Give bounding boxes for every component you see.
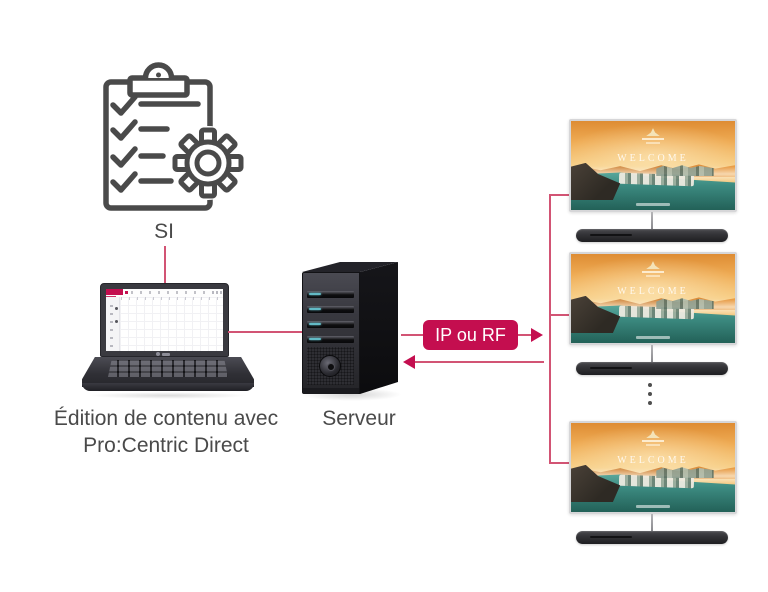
arrow-left-icon (403, 355, 415, 369)
clipboard-checklist-icon (103, 62, 245, 211)
gear-icon (171, 126, 245, 200)
hotel-tv-display-1: WELCOME (569, 119, 737, 243)
hotel-crest-icon (642, 128, 664, 144)
ip-rf-badge: IP ou RF (423, 320, 518, 350)
server-badge-line (401, 334, 423, 336)
laptop-shadow (88, 392, 248, 399)
laptop-caption-line2: Pro:Centric Direct (83, 434, 249, 457)
screen-caption-strip (636, 202, 670, 206)
server-label: Serveur (322, 407, 396, 430)
screen-vignette (571, 121, 735, 210)
lg-logo-icon (156, 352, 170, 356)
laptop-server-line (228, 331, 304, 333)
resort-buildings (656, 467, 714, 479)
server-side-panel (360, 262, 398, 394)
tv-branch-line-1 (551, 194, 572, 196)
laptop-caption: Édition de contenu avec Pro:Centric Dire… (40, 405, 292, 459)
hotel-crest-icon (642, 261, 664, 277)
checklist-checks (110, 94, 201, 193)
clipboard-clip-bump (142, 62, 175, 79)
tv-soundbar (576, 531, 728, 544)
hotel-crest-icon (642, 430, 664, 446)
drive-bay (307, 321, 354, 328)
distribution-trunk-line (549, 194, 551, 464)
server-top-panel (302, 262, 398, 272)
drive-bay (307, 336, 354, 343)
tv-screen: WELCOME (569, 119, 737, 212)
server-front-panel (302, 272, 360, 394)
hotel-tv-display-3: WELCOME (569, 421, 737, 545)
laptop-keyboard (108, 360, 228, 377)
drive-bay (307, 306, 354, 313)
laptop-icon (80, 280, 256, 402)
editor-toolbar (131, 291, 209, 294)
editor-sidebar-tools (110, 301, 113, 347)
laptop-caption-line1: Édition de contenu avec (53, 407, 279, 430)
arrow-right-icon (531, 328, 543, 342)
laptop-front-edge (82, 383, 254, 391)
screen-caption-strip (636, 504, 670, 508)
welcome-text: WELCOME (571, 286, 735, 297)
tv-branch-line-3 (551, 462, 572, 464)
tv-stand (651, 212, 653, 229)
screen-vignette (571, 254, 735, 343)
editor-sidebar-dot (115, 320, 118, 323)
editor-window-controls (212, 291, 222, 294)
more-tvs-ellipsis-icon (648, 383, 652, 405)
si-label: SI (154, 220, 174, 243)
welcome-text: WELCOME (571, 153, 735, 164)
editor-accent-dot (125, 291, 128, 294)
laptop-keyboard-base (82, 357, 254, 393)
editor-sidebar-dot (115, 307, 118, 310)
clipboard-clip (127, 75, 190, 98)
screen-vignette (571, 423, 735, 512)
return-line (415, 361, 544, 363)
server-power-knob (319, 355, 341, 377)
resort-buildings (656, 298, 714, 310)
welcome-text: WELCOME (571, 455, 735, 466)
screen-caption-strip (636, 335, 670, 339)
tv-screen: WELCOME (569, 252, 737, 345)
si-laptop-connector-line (164, 246, 166, 284)
clipboard-clip-dot (156, 72, 161, 78)
tv-soundbar (576, 229, 728, 242)
tv-stand (651, 514, 653, 531)
hotel-tv-display-2: WELCOME (569, 252, 737, 376)
server-bottom-trim (303, 388, 359, 394)
editor-sidebar (106, 297, 120, 351)
editor-ruler (121, 297, 223, 300)
server-tower-icon (296, 258, 408, 406)
editor-logo (106, 289, 123, 295)
drive-bay (307, 291, 354, 298)
tv-stand (651, 345, 653, 362)
badge-arrow-line (518, 334, 531, 336)
resort-buildings (656, 165, 714, 177)
tv-branch-line-2 (551, 314, 572, 316)
tv-screen: WELCOME (569, 421, 737, 514)
tv-soundbar (576, 362, 728, 375)
editor-canvas-grid (120, 297, 223, 351)
